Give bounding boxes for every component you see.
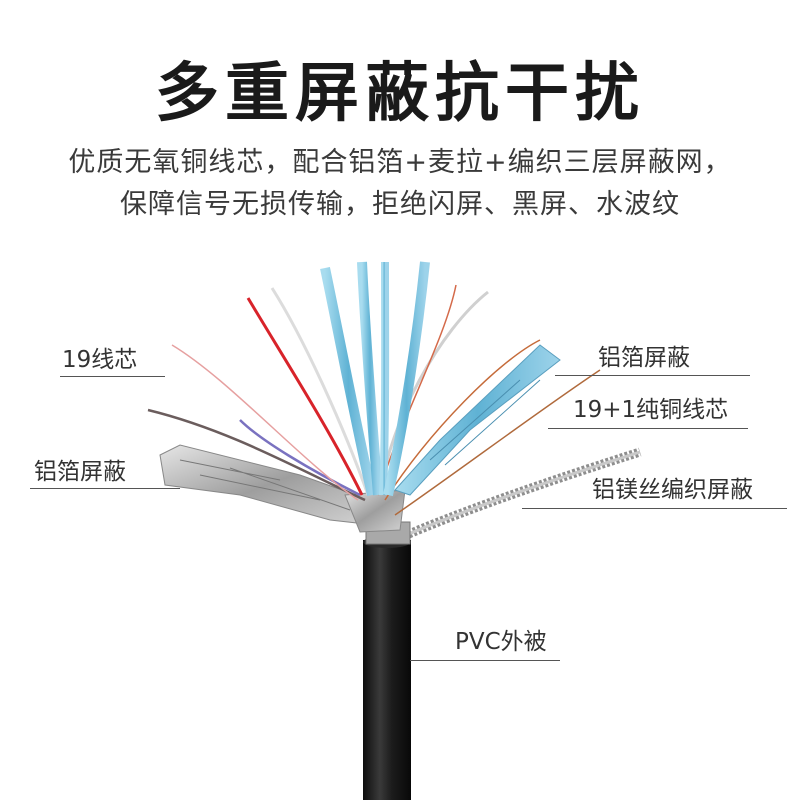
wire-white-1 [270,287,370,496]
label-foil-right: 铝箔屏蔽 [598,345,690,371]
label-foil-left: 铝箔屏蔽 [34,459,126,485]
pvc-jacket [363,540,411,800]
label-copper: 19+1纯铜线芯 [573,397,729,423]
subtitle-line-2: 保障信号无损传输，拒绝闪屏、黑屏、水波纹 [120,189,680,220]
leader-line-jacket [410,660,560,661]
blue-pair-2 [357,261,383,496]
wire-red [246,297,364,496]
blue-pair-1 [320,266,377,497]
leader-line-foil-right [555,375,750,376]
leader-line-cores [60,376,165,377]
blue-pair-3 [379,261,390,496]
wire-copper-right [394,369,601,516]
leader-line-copper [548,428,748,429]
leader-line-foil-left [30,488,180,489]
label-cores: 19线芯 [62,347,138,373]
label-jacket: PVC外被 [455,629,547,655]
label-braid: 铝镁丝编织屏蔽 [592,477,753,503]
blue-pair-4 [383,261,430,497]
wire-brown-left [147,408,366,502]
wire-purple [239,419,361,497]
page-title: 多重屏蔽抗干扰 [155,57,645,131]
wire-copper [384,339,541,501]
subtitle-line-1: 优质无氧铜线芯，配合铝箔+麦拉+编织三层屏蔽网， [68,147,732,178]
wire-pink [171,344,359,501]
leader-line-braid [522,508,787,509]
blue-foil-right [394,344,561,496]
